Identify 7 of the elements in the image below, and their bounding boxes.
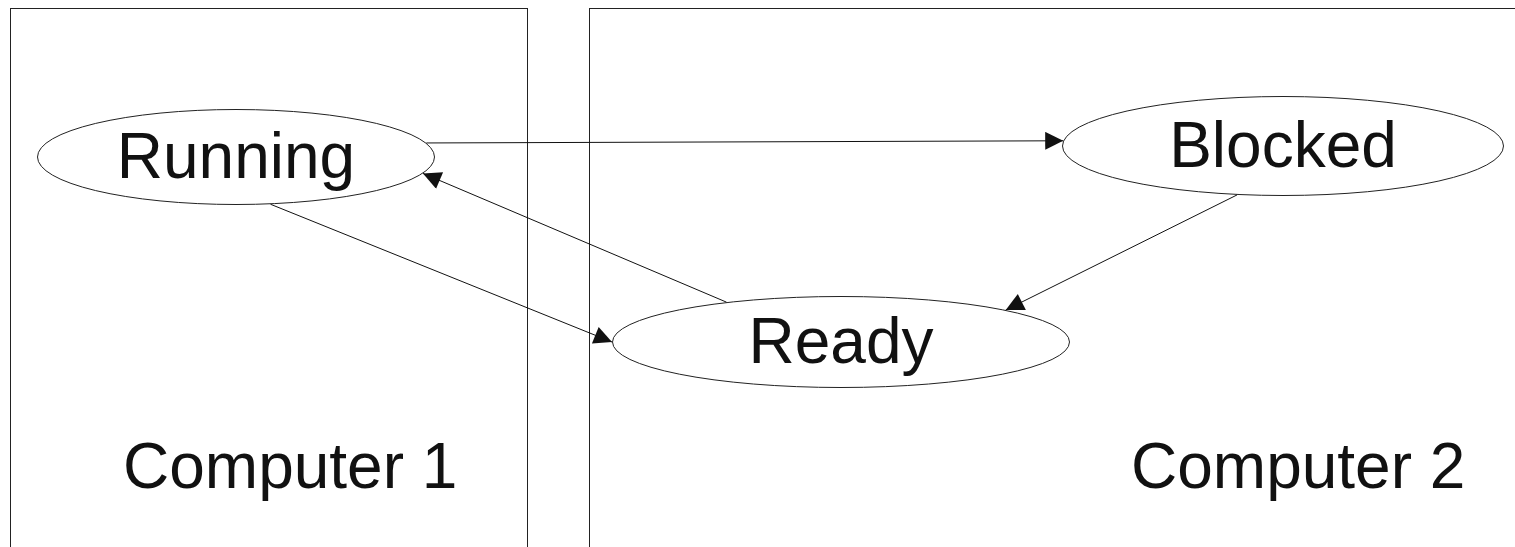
arrow — [425, 131, 1064, 150]
computer-box — [10, 8, 528, 547]
state-label: Blocked — [1169, 112, 1397, 177]
arrow — [270, 203, 613, 344]
computer-box — [589, 8, 1515, 547]
arrow — [1005, 194, 1238, 311]
arrow — [422, 172, 727, 303]
